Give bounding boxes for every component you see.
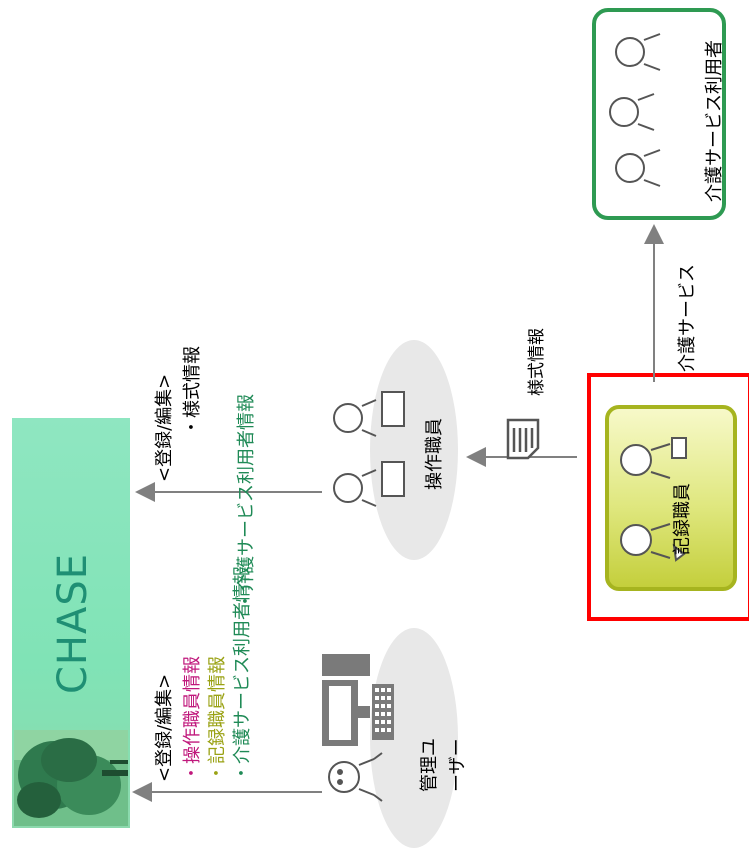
document-label: 様式情報 bbox=[527, 328, 547, 396]
operator-green-note: ・介護サービス利用者情報 bbox=[236, 394, 257, 610]
document-icon bbox=[506, 418, 540, 460]
user-person-icon-1 bbox=[615, 149, 661, 187]
recorder-person-icon-2 bbox=[620, 523, 686, 562]
service-arrow-label: 介護サービス bbox=[677, 264, 698, 372]
operator-person-icon-2 bbox=[333, 391, 405, 437]
operator-actions-header: <登録/編集> bbox=[154, 373, 175, 482]
recorder-person-icon-1 bbox=[620, 437, 687, 479]
users-label: 介護サービス利用者 bbox=[704, 40, 725, 202]
user-person-icon-2 bbox=[609, 93, 655, 131]
recorder-box bbox=[605, 405, 737, 591]
admin-action-recorder-info: ・記録職員情報 bbox=[207, 656, 228, 782]
operator-label: 操作職員 bbox=[424, 418, 445, 490]
recorder-label: 記録職員 bbox=[672, 483, 693, 555]
tree-image bbox=[14, 730, 128, 826]
computer-icon bbox=[322, 654, 394, 746]
admin-action-operator-info: ・操作職員情報 bbox=[182, 656, 203, 782]
admin-actions-header: <登録/編集> bbox=[154, 673, 175, 782]
operator-person-icon-1 bbox=[333, 461, 405, 507]
admin-person-icon bbox=[328, 752, 383, 802]
operator-action-form-info: ・様式情報 bbox=[182, 346, 203, 436]
user-person-icon-3 bbox=[615, 33, 661, 71]
admin-label: 管理ユーザー bbox=[419, 738, 468, 792]
operator-ellipse bbox=[370, 340, 458, 560]
